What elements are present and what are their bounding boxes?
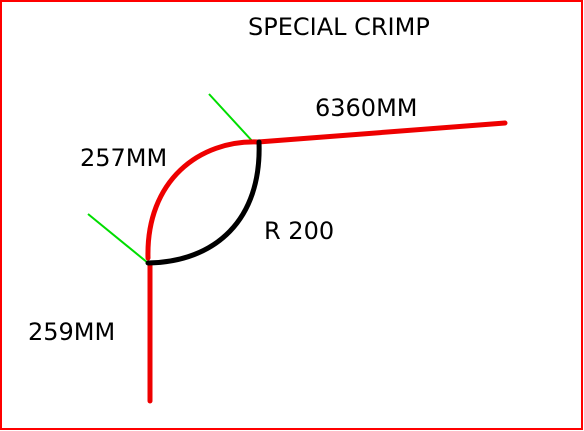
pipe-bend-arc: [145, 139, 261, 261]
pipe-top-leg: [255, 120, 508, 145]
radius-arc: [145, 139, 262, 266]
arc-length-label: 257MM: [80, 144, 167, 172]
radius-label: R 200: [264, 217, 334, 245]
tangent-marker-upper: [208, 93, 255, 144]
diagram-title: SPECIAL CRIMP: [248, 13, 430, 41]
tangent-marker-lower: [87, 213, 149, 264]
top-segment-length-label: 6360MM: [315, 94, 418, 122]
bottom-segment-length-label: 259MM: [28, 318, 115, 346]
